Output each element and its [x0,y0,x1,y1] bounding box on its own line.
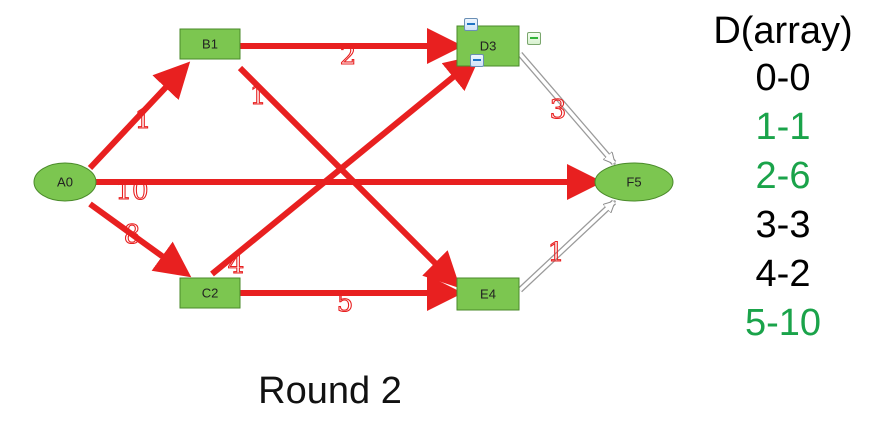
node-label: F5 [626,174,641,189]
edge-weight-c2-d3: 4 [228,250,245,280]
node-b1: B1 [179,28,241,60]
edge-weight-b1-d3: 2 [340,41,357,71]
edge-d3-f5 [517,52,617,165]
edge-line-inner [518,52,616,165]
edge-weight-e4-f5: 1 [548,238,565,268]
edge-a0-c2 [88,201,192,278]
edge-c2-d3 [210,54,481,277]
node-f5: F5 [594,162,674,202]
edge-line [237,65,461,289]
node-a0: A0 [33,162,97,202]
link-icon [527,32,541,45]
distance-array-entries: 0-0 1-1 2-6 3-3 4-2 5-10 [688,54,878,348]
node-c2: C2 [179,277,241,309]
link-icon [470,54,484,67]
node-label: C2 [202,285,219,300]
edge-line [88,201,192,278]
edge-weight-d3-f5: 3 [550,95,567,125]
node-shape [456,25,520,67]
edge-weight-a0-f5: 10 [115,176,148,206]
node-label: B1 [202,36,218,51]
distance-array-panel: D(array) 0-0 1-1 2-6 3-3 4-2 5-10 [688,8,878,348]
distance-array-title: D(array) [713,10,853,52]
edge-weight-a0-b1: 1 [135,105,152,135]
round-caption: Round 2 [258,370,402,412]
distance-array-entry: 3-3 [755,204,811,246]
edge-weight-c2-e4: 5 [337,288,354,318]
edge-line-inner [518,200,616,292]
edge-b1-e4 [237,65,461,289]
node-shape [594,162,674,202]
distance-array-entry: 0-0 [755,57,811,99]
edge-e4-f5 [517,199,616,293]
node-shape [179,28,241,60]
distance-array-entry: 2-6 [755,155,811,197]
edge-line [210,54,481,277]
distance-array-entry: 5-10 [744,302,822,344]
node-shape [33,162,97,202]
edge-line [87,61,191,171]
edge-weight-b1-e4: 1 [250,81,267,111]
node-shape [179,277,241,309]
node-label: E4 [480,286,496,301]
node-e4: E4 [456,277,520,311]
edge-weight-a0-c2: 8 [124,220,141,250]
distance-array-entry: 1-1 [755,106,811,148]
node-label: A0 [57,174,73,189]
node-d3: D3 [456,25,520,67]
node-shape [456,277,520,311]
distance-array-entry: 4-2 [755,253,811,295]
node-label: D3 [480,38,497,53]
edges-layer [87,28,617,311]
link-icon [464,18,478,31]
edge-a0-b1 [87,61,191,171]
